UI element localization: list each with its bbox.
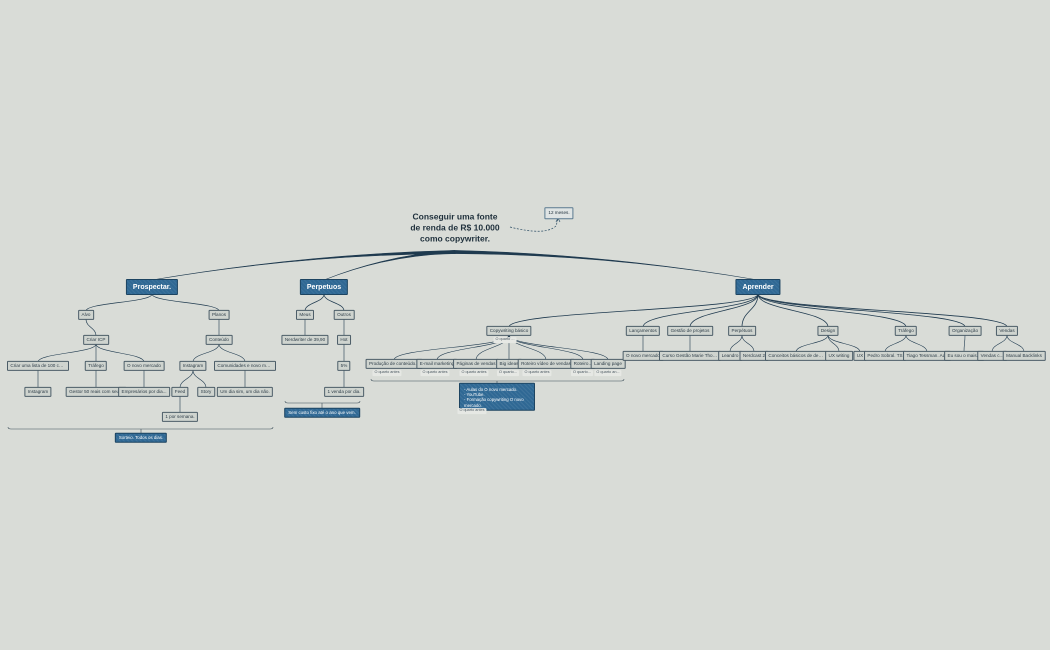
topic-meus[interactable]: Meus [295,309,315,321]
topic-copywriting-basico[interactable]: Copywriting básico [486,325,532,337]
note-email-marketing: O quarto antes [420,370,450,376]
relationship-root-note [509,218,559,232]
note-roteiro: O quarto... [571,370,593,376]
connector [508,334,584,361]
topic-empresarios[interactable]: Empresários por dia... [118,386,170,398]
topic-manual-backlinks[interactable]: Manual Backlinks [1002,350,1046,362]
connector [218,343,246,363]
topic-criar-lista[interactable]: Criar uma lista de 100 contatos. [7,360,69,372]
topic-instagram-conteudo[interactable]: Instagram [179,360,207,372]
branch-prospectar[interactable]: Prospectar. [125,279,179,295]
topic-email-marketing[interactable]: E-mail marketing [416,358,458,370]
connector [151,293,220,312]
connector [757,293,1008,328]
connector [323,293,345,312]
topic-leandro[interactable]: Leandro [718,350,742,362]
note-summary-copywriting: O quarto antes [457,408,487,414]
connector [741,334,755,353]
topic-venda-dia[interactable]: 1 venda por dia. [324,386,364,398]
topic-gestao-projetos[interactable]: Gestão de projetos [667,325,713,337]
connector [827,334,840,353]
topic-lancamentos[interactable]: Lançamentos [625,325,661,337]
note-paginas-vendas: O quarto antes [459,370,489,376]
connector [85,293,153,312]
connector [757,293,907,328]
connector [741,293,759,328]
connector [508,334,609,361]
topic-perpetuos-aprender[interactable]: Perpétuos [728,325,756,337]
topic-o-novo-mercado[interactable]: O novo mercado [123,360,165,372]
connector [304,293,325,312]
connector [827,334,861,353]
topic-instagram-alvo[interactable]: Instagram [24,386,52,398]
note-copywriting-basico: O quarto ... [493,337,517,343]
note-landing-page: O quarto an... [594,370,622,376]
connector [884,334,907,353]
topic-trafego-aprender[interactable]: Tráfego [894,325,918,337]
timeframe-note[interactable]: 12 meses. [544,207,574,219]
connector [963,334,966,353]
topic-vendas[interactable]: Vendas [995,325,1019,337]
connector [37,343,97,363]
summary-prospectar[interactable]: Sorteio. Todos os dias. [114,432,168,444]
connector [757,293,829,328]
topic-uma-semana[interactable]: 1 por semana. [161,411,199,423]
connector-root-prospectar [151,250,456,281]
connector-root-aprender [454,250,759,281]
connector [179,369,194,389]
summary-copywriting-line-2: - YouTube. [464,391,485,397]
connector [757,293,966,328]
topic-roteiro-video[interactable]: Roteiro vídeo de vendas [517,358,575,370]
note-producao-conteudo: O quarto antes [372,370,402,376]
topic-outros[interactable]: Outros [333,309,355,321]
connector [192,343,220,363]
topic-organizacao[interactable]: Organização [948,325,982,337]
topic-um-dia[interactable]: Um dia sim, um dia não. [216,386,274,398]
topic-trafego-alvo[interactable]: Tráfego [84,360,108,372]
topic-curso-gestao[interactable]: Curso Gestão Marie Thorne... [659,350,721,362]
topic-criar-icp[interactable]: Criar ICP [83,334,109,346]
note-roteiro-video: O quarto antes [522,370,552,376]
connector [95,343,145,363]
connector [991,334,1008,353]
topic-nerdwriter[interactable]: Nerdwriter de 39,90 [281,334,329,346]
summary-perpetuos[interactable]: Sem custo fixo até o ano que vem. [284,407,360,419]
connector [85,318,97,337]
summary-copywriting-line-3: - Formação copywriting O novo mercado. [464,397,524,408]
topic-conceitos-design[interactable]: Conceitos básicos de design [765,350,827,362]
branch-perpetuos[interactable]: Perpetuos [299,279,349,295]
topic-alvo[interactable]: Alvo [78,309,94,321]
topic-comunidades[interactable]: Comunidades e novo mercado [214,360,276,372]
summary-copywriting-line-1: - Aulas do O novo mercado. [464,386,518,392]
topic-hot[interactable]: Hot [337,334,351,346]
topic-paginas-vendas[interactable]: Páginas de vendas [453,358,499,370]
branch-aprender[interactable]: Aprender [735,279,781,295]
connector [689,293,759,328]
topic-ux-writing[interactable]: UX writing [825,350,853,362]
connector [508,293,759,328]
topic-story[interactable]: Story [197,386,215,398]
topic-pedro-sobral[interactable]: Pedro Sobral. TS [864,350,906,362]
connector [729,334,743,353]
summary-copywriting[interactable]: - Aulas do O novo mercado. - YouTube. - … [459,382,535,412]
connector [905,334,928,353]
topic-lancamentos-onm[interactable]: O novo mercado [622,350,664,362]
topic-design[interactable]: Design [817,325,839,337]
central-topic[interactable]: Conseguir uma fonte de renda de R$ 10.00… [410,211,500,244]
topic-planos[interactable]: Planos [208,309,230,321]
topic-5-percent[interactable]: 5% [337,360,351,372]
connector [192,369,207,389]
connector [642,293,759,328]
topic-landing-page[interactable]: Landing page [590,358,626,370]
topic-conteudo[interactable]: Conteúdo [205,334,233,346]
topic-feed[interactable]: Feed [171,386,189,398]
connector [1006,334,1025,353]
topic-producao-conteudo[interactable]: Produção de conteúdo... [365,358,423,370]
note-big-ideas: O quarto... [497,370,519,376]
connector [795,334,829,353]
